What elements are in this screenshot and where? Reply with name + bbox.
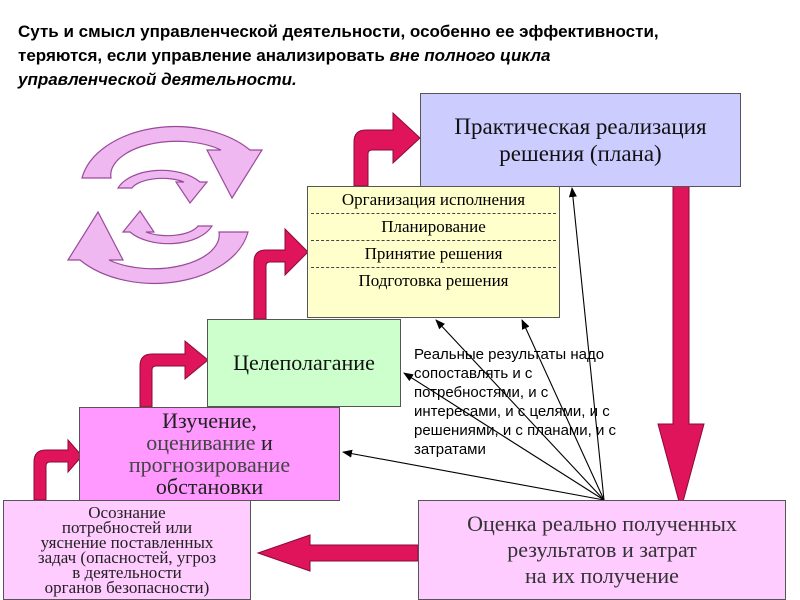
stage-preparation: Подготовка решения [358,271,509,290]
step-arrow-2 [139,339,209,408]
stage-decision: Принятие решения [311,241,556,268]
practical-realization-line2: решения (плана) [499,141,662,166]
step-arrows [33,111,421,501]
awareness-box: Осознание потребностей или уяснение пост… [3,500,251,600]
awareness-line5: в деятельности [72,563,182,582]
comparison-note: Реальные результаты надо сопоставлять и … [414,345,654,459]
decision-stages-box: Организация исполнения Планирование Прин… [307,186,560,318]
stage-organization: Организация исполнения [311,187,556,214]
goal-setting-label: Целеполагание [233,350,375,375]
cycle-arrows-icon [66,126,264,284]
note-line4: интересами, и с целями, и с [414,403,610,420]
evaluation-box: Оценка реально полученных результатов и … [418,500,786,600]
awareness-line6: органов безопасности) [44,578,210,597]
study-line3: прогнозирование [128,452,291,477]
slide-title: Суть и смысл управленческой деятельности… [18,20,788,92]
title-line-3: управленческой деятельности. [18,70,297,89]
awareness-line2: потребностей или [61,518,193,537]
title-line-1: Суть и смысл управленческой деятельности… [18,22,659,41]
step-arrow-4 [353,111,421,187]
step-arrow-1 [33,438,83,501]
practical-realization-box: Практическая реализация решения (плана) [420,93,741,187]
study-line2a: оценивание [146,430,256,455]
note-line3: потребностями, и с [414,384,549,401]
study-assessment-box: Изучение, оценивание и прогнозирование о… [79,407,340,501]
left-arrow [256,534,419,572]
practical-realization-line1: Практическая реализация [454,114,707,139]
feedback-arrows [342,187,605,501]
evaluation-line3: на их получение [525,563,679,588]
title-line-2: теряются, если управление анализировать … [18,44,788,68]
study-line2: оценивание и [146,432,273,454]
awareness-line1: Осознание [88,503,166,522]
stage-planning: Планирование [311,214,556,241]
evaluation-line2: результатов и затрат [507,537,697,562]
awareness-line4: задач (опасностей, угроз [37,548,217,567]
note-line6: затратами [414,441,486,458]
note-line2: сопоставлять и с [414,365,533,382]
awareness-line3: уяснение поставленных [40,533,214,552]
evaluation-line1: Оценка реально полученных [467,511,737,536]
title-line-2-normal: теряются, если управление анализировать [18,46,390,65]
study-line4: обстановки [155,474,264,499]
note-line5: решениями, и с планами, и с [414,422,617,439]
study-line2b: и [255,430,273,455]
study-line1: Изучение, [162,408,257,433]
title-line-2-italic: вне полного цикла [389,46,551,65]
note-line1: Реальные результаты надо [414,346,605,363]
down-arrow [657,173,705,511]
goal-setting-box: Целеполагание [207,319,401,407]
step-arrow-3 [253,227,309,320]
